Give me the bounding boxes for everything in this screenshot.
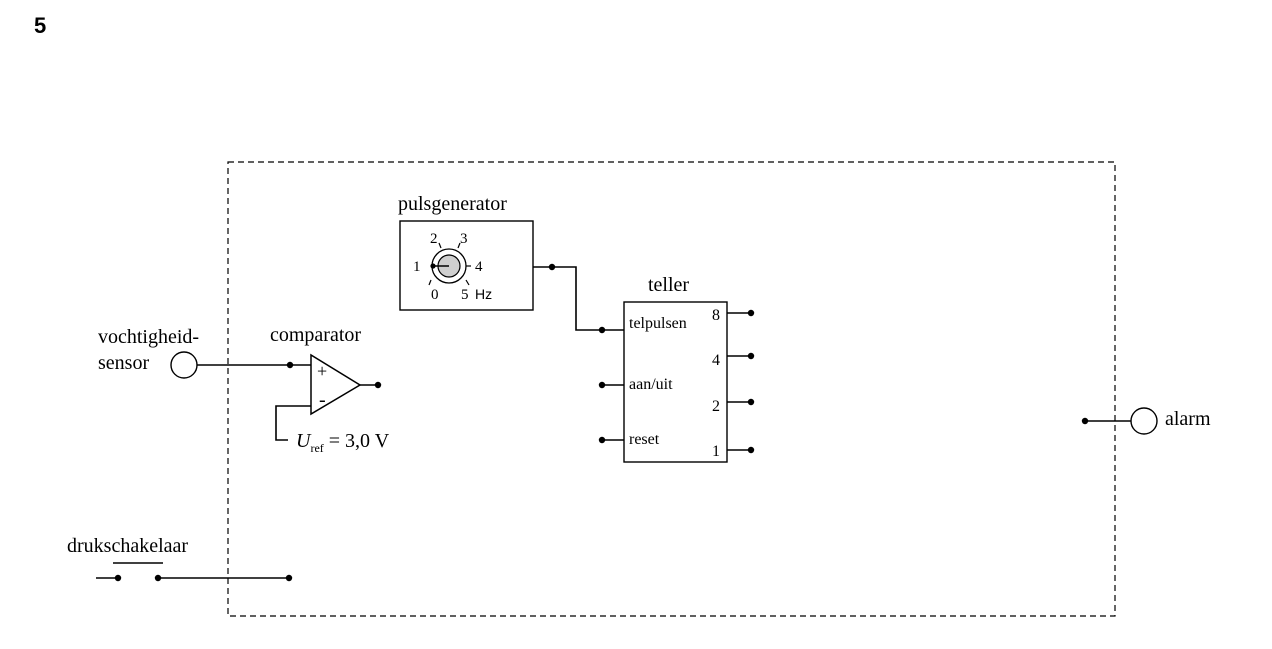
teller-box	[623, 301, 728, 463]
teller-label: teller	[648, 274, 689, 296]
alarm-label: alarm	[1165, 408, 1211, 430]
counter-output-4-node[interactable]	[747, 352, 755, 360]
comparator-plus-sign: +	[317, 361, 327, 381]
counter-output-2-node[interactable]	[747, 398, 755, 406]
comparator-output-node[interactable]	[374, 381, 382, 389]
pulsgenerator-label: pulsgenerator	[398, 193, 507, 215]
drukschakelaar-label: drukschakelaar	[67, 535, 188, 557]
teller-output-1-label: 1	[712, 443, 720, 460]
comparator-symbol	[310, 353, 362, 416]
switch-left-contact	[114, 574, 122, 582]
dial-mark-5: 5	[461, 287, 469, 303]
counter-output-8-node[interactable]	[747, 309, 755, 317]
sensor-label-line2: sensor	[98, 352, 149, 374]
question-number: 5	[34, 13, 46, 38]
dial-mark-4: 4	[475, 259, 483, 275]
dial-mark-2: 2	[430, 231, 438, 247]
alarm-terminal[interactable]	[1130, 407, 1158, 435]
uref-label: Uref = 3,0 V	[296, 430, 390, 455]
pulsgenerator-box	[399, 220, 534, 311]
dial-mark-3: 3	[460, 231, 468, 247]
comparator-minus-sign: -	[319, 389, 326, 411]
teller-input-reset: reset	[629, 431, 660, 448]
teller-input-telpulsen: telpulsen	[629, 315, 687, 332]
teller-output-8-label: 8	[712, 307, 720, 324]
frequency-dial-pointer-dot	[430, 263, 436, 269]
teller-output-2-label: 2	[712, 398, 720, 415]
comparator-minus-wire	[275, 405, 311, 441]
dial-mark-1: 1	[413, 259, 421, 275]
sensor-label-line1: vochtigheid-	[98, 326, 199, 348]
teller-output-4-label: 4	[712, 352, 720, 369]
switch-wire-node[interactable]	[285, 574, 293, 582]
pulse-to-counter-wire	[552, 266, 602, 331]
dial-mark-0: 0	[431, 287, 439, 303]
comparator-label: comparator	[270, 324, 361, 346]
processing-box	[227, 161, 1116, 617]
dial-unit-hz: Hz	[475, 286, 492, 302]
teller-input-aanuit: aan/uit	[629, 376, 673, 393]
frequency-dial-ticks	[428, 242, 471, 286]
counter-output-1-node[interactable]	[747, 446, 755, 454]
sensor-terminal[interactable]	[170, 351, 198, 379]
